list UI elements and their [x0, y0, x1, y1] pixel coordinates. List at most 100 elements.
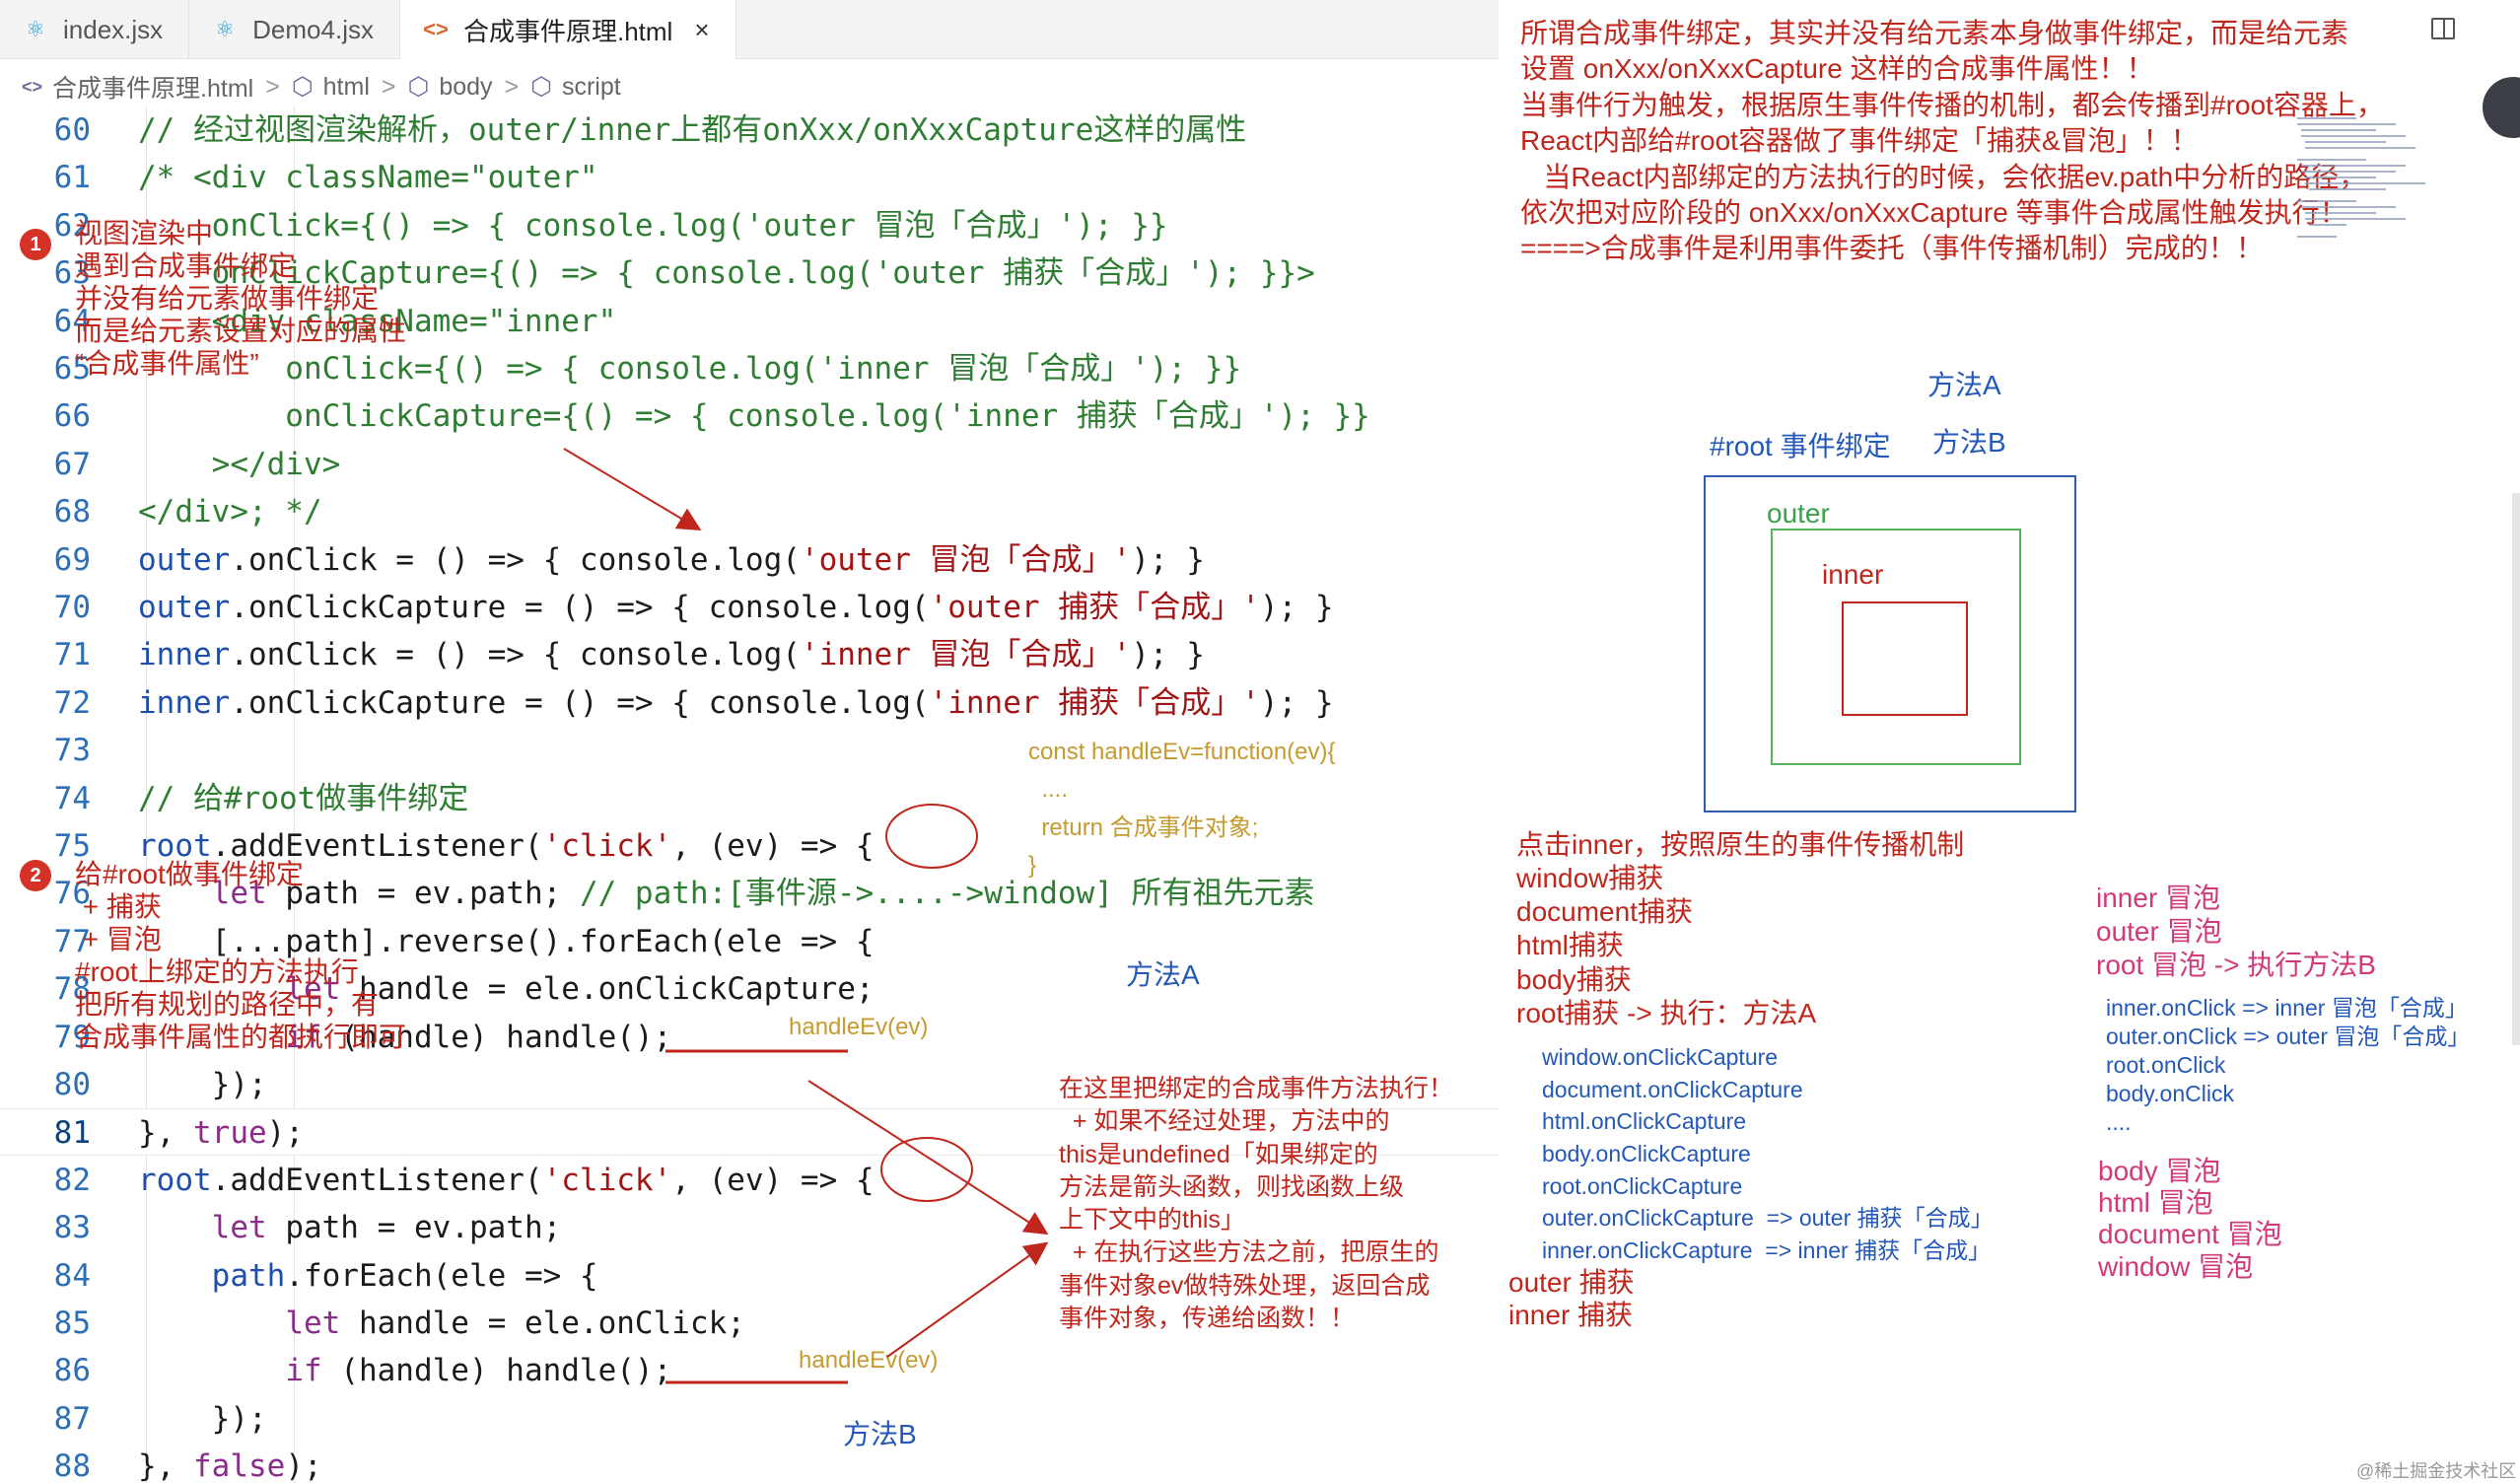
code-line[interactable]: 62 onClick={() => { console.log('outer 冒…	[0, 202, 1499, 249]
line-number: 70	[53, 590, 91, 625]
code-line[interactable]: 76 let path = ev.path; // path:[事件源->...…	[0, 870, 1499, 917]
code-line[interactable]: 80 });	[0, 1061, 1499, 1108]
breadcrumb-separator: >	[265, 72, 280, 101]
line-number: 81	[53, 1115, 91, 1152]
line-text: </div>; */	[138, 494, 322, 530]
code-line[interactable]: 67 ></div>	[0, 441, 1499, 488]
line-number: 69	[53, 541, 91, 578]
line-number: 78	[53, 971, 91, 1008]
note-outer-inner-capture: outer 捕获 inner 捕获	[1508, 1267, 1635, 1331]
code-line[interactable]: 66 onClickCapture={() => { console.log('…	[0, 392, 1499, 440]
note-root-binding: 给#root做事件绑定 + 捕获 + 冒泡 #root上绑定的方法执行 把所有规…	[75, 859, 407, 1053]
code-line[interactable]: 63 onClickCapture={() => { console.log('…	[0, 249, 1499, 297]
line-text: if (handle) handle();	[285, 1353, 672, 1389]
line-text: inner.onClickCapture = () => { console.l…	[138, 684, 1334, 721]
code-line[interactable]: 81 }, true);	[0, 1108, 1499, 1157]
line-number: 71	[53, 637, 91, 673]
line-text: });	[138, 1400, 267, 1437]
code-line[interactable]: 87 });	[0, 1395, 1499, 1443]
line-text: });	[138, 1067, 267, 1102]
breadcrumb-html[interactable]: html	[322, 72, 370, 101]
line-text: inner.onClick = () => { console.log('inn…	[138, 637, 1205, 673]
line-text: let handle = ele.onClickCapture;	[285, 971, 875, 1008]
line-text: outer.onClick = () => { console.log('out…	[138, 541, 1205, 578]
line-number: 87	[53, 1400, 91, 1437]
line-number: 72	[53, 684, 91, 721]
line-number: 77	[53, 923, 91, 959]
label-root-binding: #root 事件绑定	[1710, 431, 1891, 461]
code-line[interactable]: 61/* <div className="outer"	[0, 154, 1499, 201]
breadcrumb-separator: >	[381, 72, 396, 101]
line-number: 79	[53, 1019, 91, 1055]
line-text: let path = ev.path;	[211, 1210, 562, 1246]
line-number: 86	[53, 1353, 91, 1389]
vertical-scrollbar[interactable]	[2512, 493, 2520, 1045]
code-line[interactable]: 86 if (handle) handle();	[0, 1347, 1499, 1394]
line-text: // 给#root做事件绑定	[138, 780, 469, 816]
code-line[interactable]: 71 inner.onClick = () => { console.log('i…	[0, 631, 1499, 678]
minimap[interactable]	[2287, 108, 2445, 345]
line-text: onClick={() => { console.log('outer 冒泡「合…	[138, 207, 1168, 244]
breadcrumb-body[interactable]: body	[439, 72, 493, 101]
code-line[interactable]: 83 let path = ev.path;	[0, 1204, 1499, 1251]
tab-synthetic-event-html[interactable]: <>合成事件原理.html×	[399, 0, 736, 59]
line-number: 88	[53, 1448, 91, 1483]
label-inner: inner	[1822, 559, 1884, 590]
line-number: 60	[53, 112, 91, 148]
code-line[interactable]: 65 onClick={() => { console.log('inner 冒…	[0, 345, 1499, 392]
line-text: }, false);	[138, 1448, 322, 1483]
code-line[interactable]: 88 }, false);	[0, 1443, 1499, 1483]
line-number: 68	[53, 494, 91, 530]
line-number: 62	[53, 207, 91, 244]
code-line[interactable]: 70 outer.onClickCapture = () => { console…	[0, 584, 1499, 631]
close-icon[interactable]: ×	[694, 14, 710, 44]
code-line[interactable]: 69 outer.onClick = () => { console.log('o…	[0, 536, 1499, 584]
code-line[interactable]: 73	[0, 727, 1499, 774]
code-line[interactable]: 84 path.forEach(ele => {	[0, 1252, 1499, 1300]
tab-label: index.jsx	[63, 14, 164, 44]
html-icon: <>	[423, 17, 449, 41]
line-number: 74	[53, 780, 91, 816]
note-execute-methods: 在这里把绑定的合成事件方法执行！ + 如果不经过处理，方法中的 this是und…	[1059, 1075, 1454, 1332]
code-line[interactable]: 85 let handle = ele.onClick;	[0, 1300, 1499, 1347]
note-badge-2: 2	[20, 860, 51, 891]
line-text: }, true);	[138, 1115, 304, 1152]
line-number: 63	[53, 255, 91, 292]
line-text: onClick={() => { console.log('inner 冒泡「合…	[138, 351, 1242, 387]
line-text: outer.onClickCapture = () => { console.l…	[138, 590, 1334, 625]
code-line[interactable]: 68 </div>; */	[0, 488, 1499, 535]
code-line[interactable]: 78 let handle = ele.onClickCapture;	[0, 965, 1499, 1013]
label-method-b-code: 方法B	[843, 1419, 917, 1449]
watermark: @稀土掘金技术社区	[2356, 1461, 2517, 1481]
label-outer: outer	[1767, 498, 1830, 529]
line-number: 66	[53, 398, 91, 435]
note-click-propagation: 点击inner，按照原生的事件传播机制 window捕获 document捕获 …	[1516, 829, 1965, 1028]
line-number: 80	[53, 1067, 91, 1102]
react-icon: ⚛	[215, 17, 236, 41]
code-line[interactable]: 79 if (handle) handle();	[0, 1014, 1499, 1061]
collapse-panel-button[interactable]	[2483, 77, 2520, 138]
line-text: path.forEach(ele => {	[211, 1257, 598, 1294]
note-synthetic-summary: 所谓合成事件绑定，其实并没有给元素本身做事件绑定，而是给元素 设置 onXxx/…	[1520, 18, 2384, 264]
code-line[interactable]: 72 inner.onClickCapture = () => { console…	[0, 679, 1499, 727]
tab-demo4-jsx[interactable]: ⚛Demo4.jsx	[189, 0, 400, 59]
code-line[interactable]: 64 <div className="inner"	[0, 298, 1499, 345]
line-text: let handle = ele.onClick;	[285, 1306, 745, 1341]
note-handle-ev-call-1: handleEv(ev)	[789, 1014, 929, 1040]
line-text: root.addEventListener('click', (ev) => {	[138, 828, 875, 864]
line-text: /* <div className="outer"	[138, 160, 598, 196]
code-line[interactable]: 77 [...path].reverse().forEach(ele => {	[0, 918, 1499, 965]
line-number: 82	[53, 1162, 91, 1198]
code-line[interactable]: 74 // 给#root做事件绑定	[0, 775, 1499, 822]
line-text: if (handle) handle();	[285, 1019, 672, 1055]
line-number: 67	[53, 446, 91, 482]
breadcrumb-file[interactable]: 合成事件原理.html	[52, 75, 254, 103]
line-number: 83	[53, 1210, 91, 1246]
tab-index-jsx[interactable]: ⚛index.jsx	[0, 0, 190, 59]
breadcrumb-script[interactable]: script	[561, 72, 621, 101]
line-text: // 经过视图渲染解析，outer/inner上都有onXxx/onXxxCap…	[138, 112, 1247, 148]
code-line[interactable]: 60 // 经过视图渲染解析，outer/inner上都有onXxx/onXxxC…	[0, 106, 1499, 154]
split-editor-icon[interactable]	[2431, 18, 2455, 39]
line-number: 85	[53, 1306, 91, 1341]
